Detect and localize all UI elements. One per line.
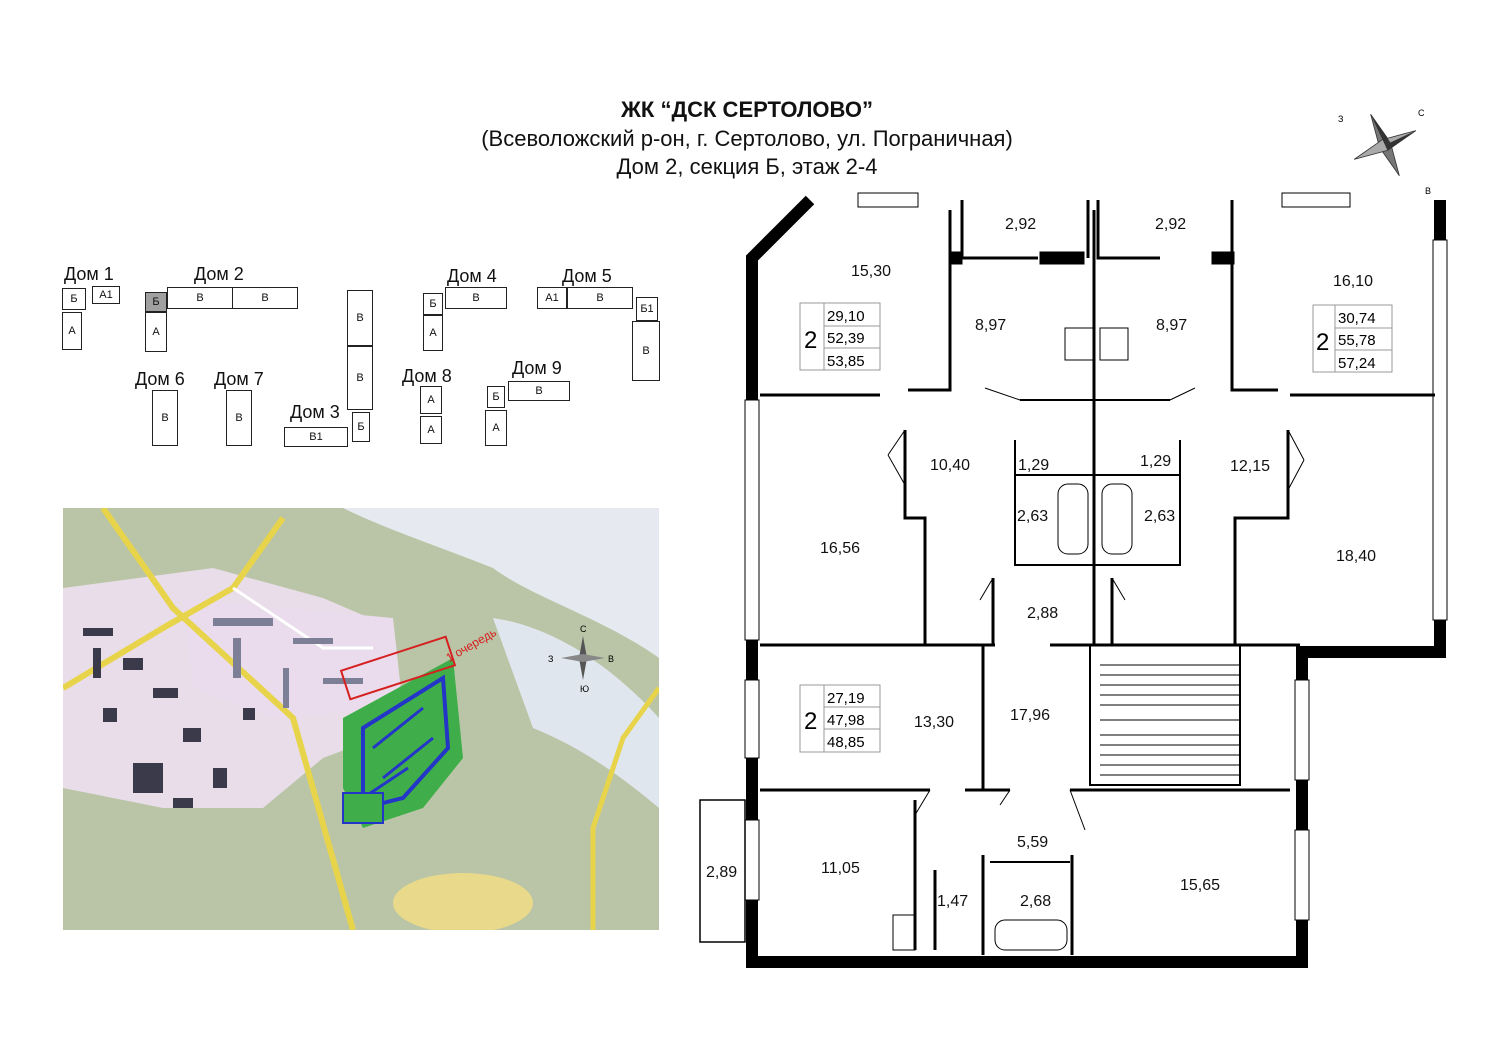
room-area: 15,30 [851,263,891,280]
house-5-section: В [632,321,660,381]
house-8-label: Дом 8 [402,366,452,386]
house-6-label: Дом 6 [135,369,185,389]
house-3-section: Б [352,412,370,442]
house-2-section: А [145,312,167,352]
house-1-section: А [62,312,82,350]
room-area: 10,40 [930,457,970,474]
room-area: 13,30 [914,714,954,731]
apartment-total-area: 52,39 [827,330,865,347]
house-9-section: А [485,410,507,446]
apartment-total-area: 47,98 [827,712,865,729]
page-subtitle: (Всеволожский р-он, г. Сертолово, ул. По… [481,126,1013,151]
house-5-label: Дом 5 [562,266,612,286]
house-1-section: А1 [92,286,120,304]
compass-north: С [1418,108,1425,118]
apartment-total-balcony-area: 57,24 [1338,355,1376,372]
house-1-section: Б [62,288,86,310]
section-title: Дом 2, секция Б, этаж 2-4 [616,154,878,179]
house-3-section: В1 [284,427,348,447]
apartment-living-area: 29,10 [827,308,865,325]
room-area: 12,15 [1230,458,1270,475]
room-area: 5,59 [1017,834,1048,851]
apartment-summary-ne: 2 30,74 55,78 57,24 [1312,304,1393,373]
room-area: 2,89 [706,864,737,881]
map-compass-north: С [580,624,587,634]
house-2-section-current: Б [145,292,167,312]
room-area: 2,88 [1027,605,1058,622]
apartment-rooms: 2 [804,708,817,735]
room-area: 2,68 [1020,893,1051,910]
room-area: 1,47 [937,893,968,910]
map-compass-east: В [608,654,614,664]
room-area: 16,10 [1333,273,1373,290]
map-compass-south: Ю [580,684,589,694]
house-5-section: Б1 [636,297,658,321]
apartment-living-area: 27,19 [827,690,865,707]
house-4-label: Дом 4 [447,266,497,286]
room-area: 11,05 [821,860,860,877]
room-area: 16,56 [820,540,860,557]
room-area: 2,92 [1005,216,1036,233]
house-4-section: Б [423,293,443,315]
apartment-summary-sw: 2 27,19 47,98 48,85 [799,684,881,753]
room-area: 2,63 [1144,508,1175,525]
house-7-section: В [226,390,252,446]
apartment-total-balcony-area: 48,85 [827,734,865,751]
house-2-section: В [167,287,233,309]
apartment-living-area: 30,74 [1338,310,1376,327]
room-area: 8,97 [1156,317,1187,334]
house-9-section: В [508,381,570,401]
room-area: 2,63 [1017,508,1048,525]
house-4-section: В [445,287,507,309]
house-5-section: А1 [537,287,567,309]
house-6-section: В [152,390,178,446]
apartment-rooms: 2 [804,327,817,354]
house-3-section: В [347,346,373,410]
house-9-section: Б [487,386,505,408]
house-9-label: Дом 9 [512,358,562,378]
apartment-summary-nw: 2 29,10 52,39 53,85 [799,302,881,371]
house-4-section: А [423,315,443,351]
apartment-rooms: 2 [1316,329,1329,356]
page-title: ЖК “ДСК СЕРТОЛОВО” [621,97,873,122]
floor-plan: 2,92 2,92 15,30 8,97 8,97 16,10 10,40 1,… [699,192,1448,968]
room-area: 8,97 [975,317,1006,334]
room-area: 18,40 [1336,548,1376,565]
compass-west: З [1338,114,1343,124]
house-8-section: А [420,386,442,414]
compass-rose: С З В [1338,108,1431,195]
house-7-label: Дом 7 [214,369,264,389]
house-3-section: В [347,290,373,346]
compass-east: В [1425,186,1431,195]
location-map: 1 очередь С Ю З В [63,508,659,930]
room-area: 1,29 [1018,457,1049,474]
house-5-section: В [567,287,633,309]
house-1-label: Дом 1 [64,264,114,284]
map-compass-west: З [548,654,553,664]
house-2-label: Дом 2 [194,264,244,284]
apartment-total-area: 55,78 [1338,332,1376,349]
room-area: 15,65 [1180,877,1220,894]
apartment-total-balcony-area: 53,85 [827,353,865,370]
house-2-section: В [232,287,298,309]
room-area: 17,96 [1010,707,1050,724]
house-8-section: А [420,416,442,444]
room-area: 1,29 [1140,453,1171,470]
house-3-label: Дом 3 [290,402,340,422]
room-area: 2,92 [1155,216,1186,233]
